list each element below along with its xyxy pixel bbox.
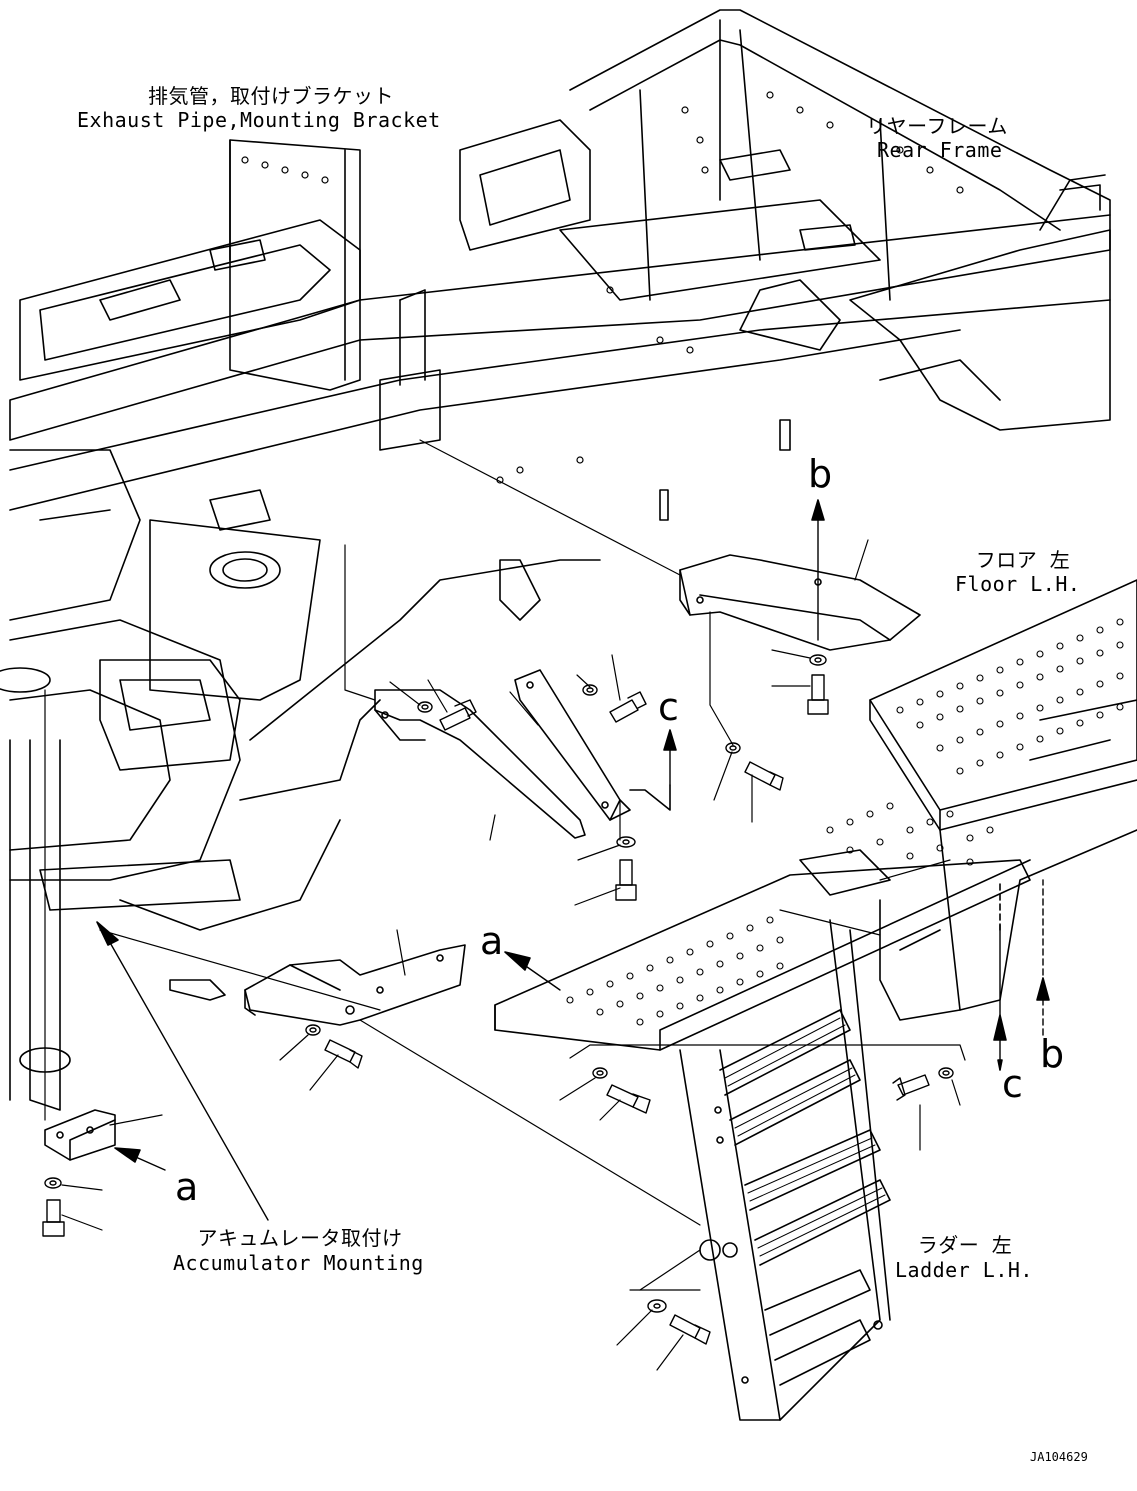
ref-letter-b-bottom: b bbox=[1040, 1032, 1065, 1076]
ref-letter-c-bottom: c bbox=[1002, 1062, 1023, 1106]
ladder-lh-label-en: Ladder L.H. bbox=[895, 1258, 1033, 1282]
front-frame-structure bbox=[0, 450, 600, 1110]
reference-arrows bbox=[97, 500, 1049, 1220]
hardware bbox=[43, 655, 953, 1344]
exhaust-pipe-label-jp: 排気管，取付けブラケット bbox=[148, 84, 394, 108]
floor-lh-label-jp: フロア 左 bbox=[975, 548, 1071, 572]
accumulator-label-jp: アキュムレータ取付け bbox=[197, 1226, 403, 1250]
ref-letter-b-top: b bbox=[808, 452, 833, 496]
brackets bbox=[45, 555, 920, 1160]
rear-frame bbox=[10, 10, 1110, 620]
floor-lh bbox=[870, 580, 1137, 1020]
leader-lines bbox=[45, 440, 965, 1370]
ladder-lh bbox=[495, 803, 1030, 1420]
accumulator-label-en: Accumulator Mounting bbox=[173, 1251, 424, 1275]
ladder-lh-label-jp: ラダー 左 bbox=[917, 1233, 1013, 1257]
rear-frame-label-en: Rear Frame bbox=[877, 138, 1003, 162]
ref-letter-a-accumulator: a bbox=[175, 1165, 199, 1209]
ref-letter-c-middle: c bbox=[658, 685, 679, 729]
floor-lh-label-en: Floor L.H. bbox=[955, 572, 1081, 596]
ref-letter-a-step: a bbox=[480, 919, 504, 963]
drawing-code: JA104629 bbox=[1030, 1450, 1088, 1464]
rear-frame-label-jp: リヤーフレーム bbox=[866, 114, 1008, 138]
exhaust-pipe-label-en: Exhaust Pipe,Mounting Bracket bbox=[77, 108, 441, 132]
